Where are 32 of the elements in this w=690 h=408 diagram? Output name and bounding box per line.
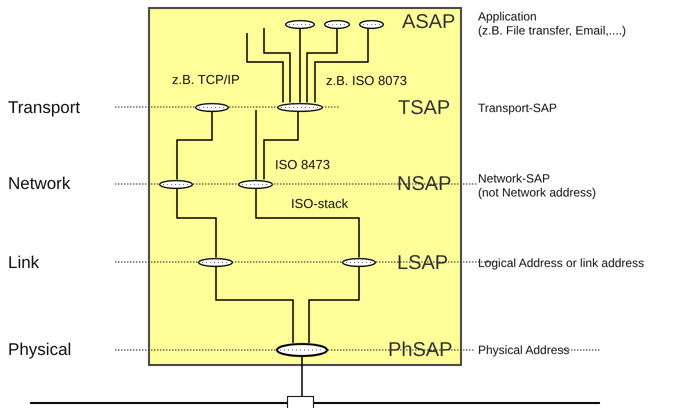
connector-line: [263, 112, 299, 180]
layer-name: Physical: [8, 340, 72, 360]
connector-line: [255, 188, 360, 258]
layer-description: Physical Address: [478, 342, 570, 358]
layer-sap-label: ASAP: [402, 10, 456, 34]
connector-line: [263, 28, 291, 102]
layer-name: Link: [8, 252, 40, 274]
bus-connector-box: [287, 396, 314, 408]
layer-name: Transport: [8, 98, 80, 118]
connector-line: [314, 28, 369, 102]
connector-line: [176, 188, 217, 258]
layer-name: Network: [8, 174, 70, 194]
connector-line: [308, 266, 360, 343]
connector-line: [255, 110, 257, 180]
protocol-label: z.B. ISO 8073: [326, 73, 407, 89]
layer-sap-label: NSAP: [397, 172, 452, 196]
protocol-label: ISO-stack: [291, 196, 348, 212]
layer-description: Transport-SAP: [478, 100, 557, 116]
connector-line: [176, 112, 213, 180]
connector-line: [299, 28, 301, 102]
layer-sap-label: LSAP: [397, 251, 448, 275]
layer-sap-label: TSAP: [398, 96, 450, 120]
connector-line: [301, 357, 303, 396]
connector-line: [215, 266, 294, 343]
protocol-label: ISO 8473: [275, 157, 330, 173]
layer-description: Logical Address or link address: [478, 256, 644, 270]
connector-line: [306, 28, 338, 102]
layer-description: Network-SAP (not Network address): [478, 172, 596, 200]
protocol-label: z.B. TCP/IP: [172, 72, 240, 88]
connector-line: [246, 33, 284, 102]
layer-sap-label: PhSAP: [388, 338, 452, 362]
layer-description: Application (z.B. File transfer, Email,....): [478, 10, 626, 38]
